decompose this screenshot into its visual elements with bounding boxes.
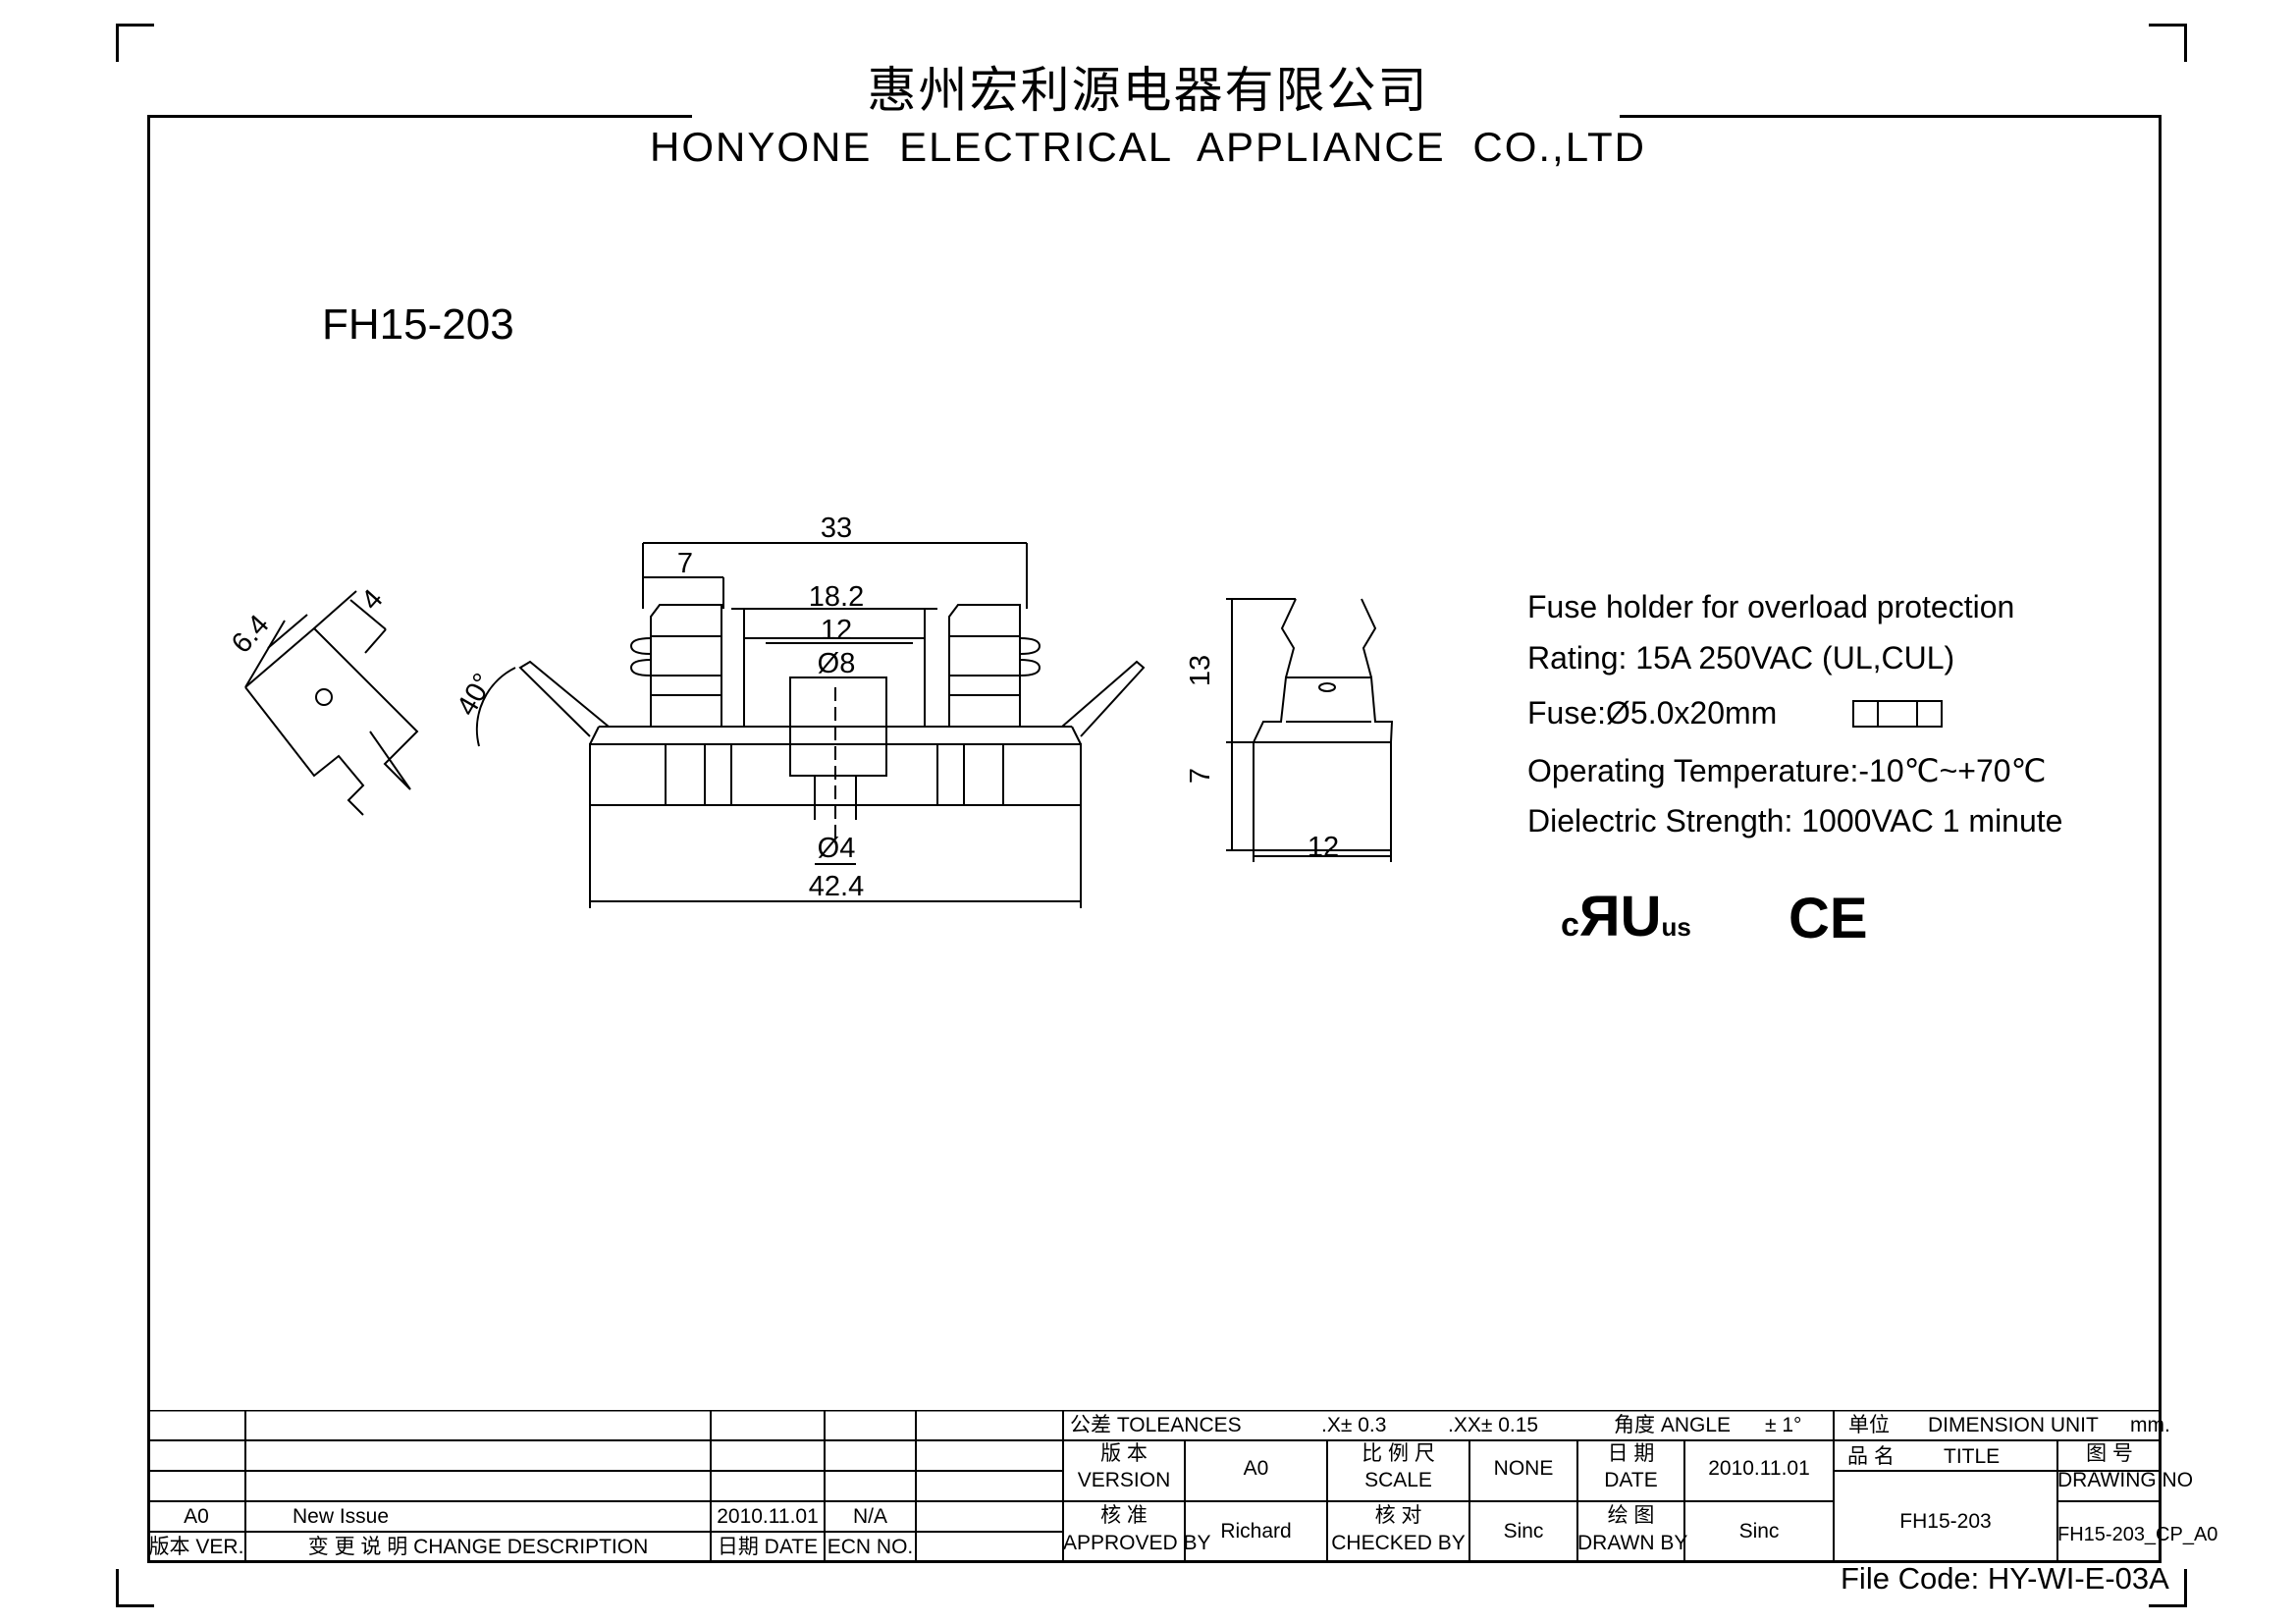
terminal-tab-detail bbox=[244, 590, 419, 816]
revision-ecn: N/A bbox=[852, 1505, 887, 1528]
title-value: FH15-203 bbox=[1899, 1510, 1992, 1533]
tolerance-xx: .XX± 0.15 bbox=[1448, 1414, 1539, 1436]
drawing-no-label-cn: 图 号 bbox=[2086, 1442, 2133, 1465]
side-view bbox=[1226, 598, 1394, 862]
ul-mark-r: Я bbox=[1578, 885, 1621, 948]
title-label-cn: 品 名 bbox=[1847, 1445, 1895, 1468]
version-label: VERSION bbox=[1077, 1469, 1171, 1491]
col-header-date: 日期 DATE bbox=[717, 1536, 819, 1558]
spec-description: Fuse holder for overload protection bbox=[1527, 589, 2015, 624]
date-value: 2010.11.01 bbox=[1708, 1457, 1810, 1480]
dim-clip-width: 7 bbox=[677, 548, 693, 579]
spec-temperature: Operating Temperature:-10℃~+70℃ bbox=[1527, 753, 2047, 788]
dim-inner-span: 18.2 bbox=[809, 581, 864, 613]
ul-mark-icon: cЯUus bbox=[1561, 884, 1691, 949]
checked-label-cn: 核 对 bbox=[1374, 1504, 1422, 1527]
approved-label-cn: 核 准 bbox=[1100, 1504, 1148, 1527]
title-label: TITLE bbox=[1944, 1445, 2001, 1468]
title-block-grid bbox=[147, 1410, 2162, 1563]
angle-label: 角度 ANGLE bbox=[1614, 1414, 1732, 1436]
version-value: A0 bbox=[1243, 1457, 1269, 1480]
approved-value: Richard bbox=[1220, 1520, 1292, 1543]
version-label-cn: 版 本 bbox=[1100, 1442, 1148, 1465]
dim-side-height-top: 13 bbox=[1185, 655, 1216, 686]
dim-bore: Ø8 bbox=[818, 648, 856, 679]
drawing-no-value: FH15-203_CP_A0 bbox=[2057, 1524, 2218, 1545]
company-name-chinese: 惠州宏利源电器有限公司 bbox=[867, 62, 1429, 119]
drawn-label: DRAWN BY bbox=[1577, 1532, 1688, 1554]
company-name-english: HONYONE ELECTRICAL APPLIANCE CO.,LTD bbox=[650, 124, 1646, 170]
dim-center-width: 12 bbox=[821, 615, 852, 646]
revision-date: 2010.11.01 bbox=[717, 1505, 819, 1528]
spec-rating: Rating: 15A 250VAC (UL,CUL) bbox=[1527, 640, 1955, 676]
corner-mark-bottom-left bbox=[116, 1569, 154, 1607]
date-label-cn: 日 期 bbox=[1607, 1442, 1655, 1465]
scale-value: NONE bbox=[1493, 1457, 1554, 1480]
ce-mark-icon: CE bbox=[1789, 887, 1868, 950]
spec-dielectric: Dielectric Strength: 1000VAC 1 minute bbox=[1527, 803, 2063, 839]
approved-label: APPROVED BY bbox=[1063, 1532, 1211, 1554]
tolerance-label: 公差 TOLEANCES bbox=[1070, 1414, 1242, 1436]
header-gap bbox=[692, 106, 1620, 126]
ul-mark-c: c bbox=[1561, 906, 1579, 944]
dim-pin: Ø4 bbox=[818, 833, 856, 864]
dim-base-length: 42.4 bbox=[809, 871, 864, 902]
dim-side-height-base: 7 bbox=[1185, 768, 1216, 784]
dim-tab-length: 6.4 bbox=[226, 609, 276, 659]
col-header-description: 变 更 说 明 CHANGE DESCRIPTION bbox=[307, 1536, 649, 1558]
checked-value: Sinc bbox=[1503, 1520, 1544, 1543]
angle-value: ± 1° bbox=[1765, 1414, 1802, 1436]
title-block: 公差 TOLEANCES .X± 0.3 .XX± 0.15 角度 ANGLE … bbox=[147, 1410, 2218, 1563]
checked-label: CHECKED BY bbox=[1331, 1532, 1466, 1554]
unit-cn: 单位 bbox=[1848, 1414, 1890, 1436]
scale-label-cn: 比 例 尺 bbox=[1362, 1442, 1435, 1465]
corner-mark-top-left bbox=[116, 24, 154, 62]
ul-mark-us: us bbox=[1661, 912, 1691, 942]
front-view bbox=[475, 542, 1146, 908]
dim-top-width: 33 bbox=[821, 513, 852, 544]
spec-fuse: Fuse:Ø5.0x20mm bbox=[1527, 695, 1778, 731]
ul-mark-u: U bbox=[1620, 885, 1662, 948]
dim-tab-width: 4 bbox=[355, 583, 390, 616]
col-header-ecn: ECN NO. bbox=[827, 1536, 914, 1558]
tolerance-x: .X± 0.3 bbox=[1321, 1414, 1387, 1436]
drawing-no-label: DRAWING NO bbox=[2057, 1469, 2194, 1491]
scale-label: SCALE bbox=[1364, 1469, 1432, 1491]
file-code: File Code: HY-WI-E-03A bbox=[1841, 1561, 2169, 1596]
date-label: DATE bbox=[1604, 1469, 1658, 1491]
corner-mark-bottom-right bbox=[2149, 1569, 2187, 1607]
unit-value: mm. bbox=[2130, 1414, 2170, 1436]
revision-version: A0 bbox=[184, 1505, 209, 1528]
col-header-version: 版本 VER. bbox=[148, 1536, 244, 1558]
drawn-value: Sinc bbox=[1738, 1520, 1780, 1543]
model-number: FH15-203 bbox=[322, 300, 514, 349]
unit-label: DIMENSION UNIT bbox=[1928, 1414, 2099, 1436]
dim-tab-angle: 40° bbox=[451, 669, 500, 722]
revision-description: New Issue bbox=[293, 1505, 390, 1528]
fuse-icon bbox=[1852, 700, 1943, 728]
dim-side-width: 12 bbox=[1308, 832, 1339, 863]
drawn-label-cn: 绘 图 bbox=[1607, 1504, 1655, 1527]
corner-mark-top-right bbox=[2149, 24, 2187, 62]
